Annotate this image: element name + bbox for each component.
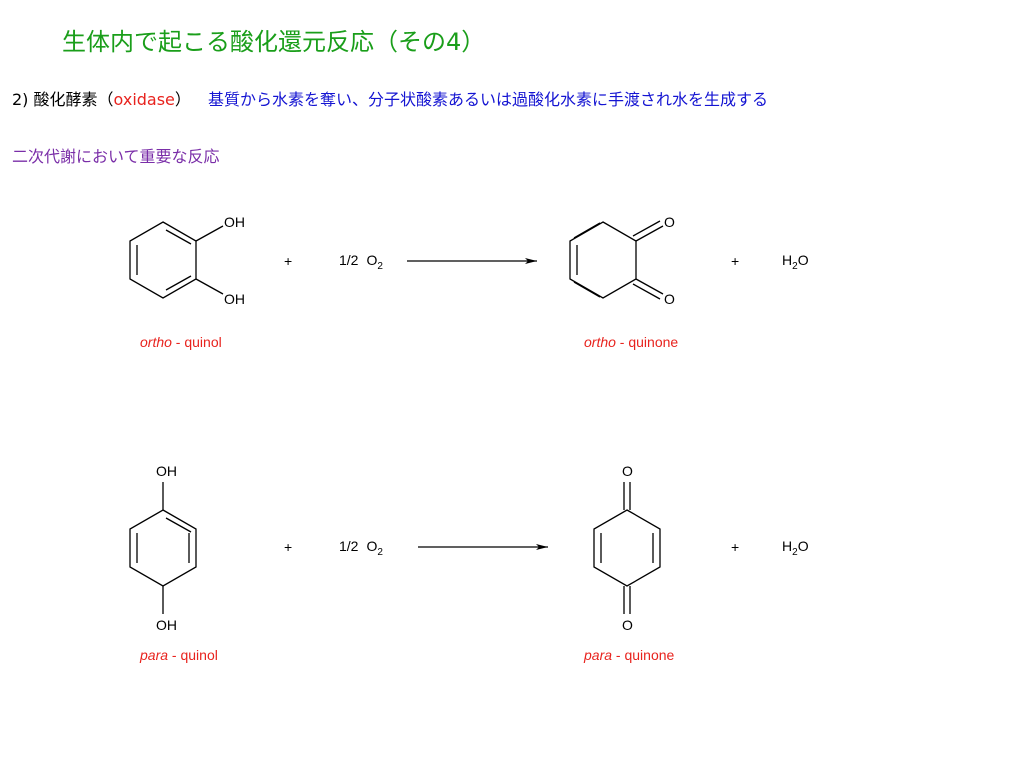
- oxygen-reagent: 1/2 O2: [339, 252, 383, 272]
- caption-suffix: - quinol: [168, 647, 218, 663]
- section-line: 2) 酸化酵素（oxidase） 基質から水素を奪い、分子状酸素あるいは過酸化水…: [12, 86, 768, 110]
- ortho-quinol-structure: [129, 221, 224, 299]
- para-quinone-structure: [593, 482, 661, 614]
- para-quinol-structure: [129, 482, 197, 614]
- ortho-quinone-structure: [569, 220, 664, 300]
- reagent-subscript: 2: [377, 547, 383, 558]
- plus-sign: +: [731, 253, 739, 269]
- caption-prefix: para: [583, 647, 612, 663]
- water-byproduct: H2O: [782, 252, 809, 272]
- slide-title: 生体内で起こる酸化還元反応（その4）: [62, 28, 486, 56]
- caption-suffix: - quinone: [616, 334, 678, 350]
- ortho-quinol-caption: ortho - quinol: [140, 334, 222, 350]
- water-byproduct: H2O: [782, 538, 809, 558]
- water-subscript: 2: [792, 261, 798, 272]
- substituent-o-top: O: [622, 463, 633, 479]
- reagent-subscript: 2: [377, 261, 383, 272]
- oh-bond: [195, 278, 224, 295]
- substituent-oh-bottom: OH: [156, 617, 177, 633]
- water-h: H: [782, 252, 792, 268]
- oxygen-reagent: 1/2 O2: [339, 538, 383, 558]
- section-paren-close: ）: [174, 90, 191, 109]
- water-subscript: 2: [792, 547, 798, 558]
- substituent-oh-top: OH: [156, 463, 177, 479]
- ring-double-bond: [573, 222, 601, 239]
- section-description: 基質から水素を奪い、分子状酸素あるいは過酸化水素に手渡され水を生成する: [208, 90, 769, 109]
- oh-bond: [195, 225, 224, 242]
- caption-suffix: - quinol: [172, 334, 222, 350]
- ortho-quinone-caption: ortho - quinone: [584, 334, 678, 350]
- plus-sign: +: [731, 539, 739, 555]
- reagent-coefficient: 1/2: [339, 538, 359, 554]
- aromatic-inner-bond: [165, 275, 192, 291]
- plus-sign: +: [284, 253, 292, 269]
- reagent-coefficient: 1/2: [339, 252, 359, 268]
- aromatic-inner-bond: [165, 229, 192, 245]
- substituent-o-bottom: O: [664, 291, 675, 307]
- oxidase-term: oxidase: [113, 90, 175, 109]
- caption-prefix: para: [139, 647, 168, 663]
- para-quinol-caption: para - quinol: [139, 647, 218, 663]
- substituent-oh-top: OH: [224, 214, 245, 230]
- section-label: 酸化酵素: [33, 90, 98, 109]
- substituent-o-bottom: O: [622, 617, 633, 633]
- para-quinone-caption: para - quinone: [583, 647, 675, 663]
- aromatic-inner-bond: [165, 517, 192, 533]
- benzene-ring: [129, 221, 197, 299]
- quinone-ring: [593, 509, 661, 587]
- caption-suffix: - quinone: [612, 647, 674, 663]
- carbonyl-bond: [632, 283, 661, 300]
- water-o: O: [798, 252, 809, 268]
- carbonyl-bond: [635, 225, 664, 242]
- caption-prefix: ortho: [140, 334, 172, 350]
- quinone-ring: [569, 221, 637, 299]
- section-paren-open: （: [97, 90, 114, 109]
- water-h: H: [782, 538, 792, 554]
- section-number: 2): [12, 90, 29, 109]
- carbonyl-bond: [632, 220, 661, 237]
- plus-sign: +: [284, 539, 292, 555]
- carbonyl-bond: [635, 278, 664, 295]
- benzene-ring: [129, 509, 197, 587]
- subheading: 二次代謝において重要な反応: [12, 147, 220, 166]
- substituent-oh-bottom: OH: [224, 291, 245, 307]
- ring-double-bond: [573, 281, 601, 298]
- substituent-o-top: O: [664, 214, 675, 230]
- reagent-symbol: O: [366, 538, 377, 554]
- caption-prefix: ortho: [584, 334, 616, 350]
- reagent-symbol: O: [366, 252, 377, 268]
- water-o: O: [798, 538, 809, 554]
